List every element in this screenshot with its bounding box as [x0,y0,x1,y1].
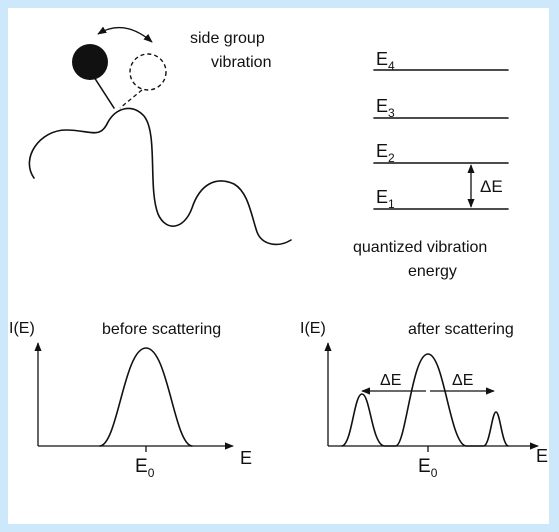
level-label-4: E4 [376,49,395,73]
before-title: before scattering [102,321,221,338]
vibration-arrow [97,26,153,43]
before-tick-label: E0 [135,456,155,480]
energy-levels: E4 E3 E2 E1 ΔE [373,49,509,211]
side-group-label-line2: vibration [211,54,271,71]
before-ylabel: I(E) [9,320,35,337]
diagram-figure: side group vibration E4 E3 E2 E1 ΔE quan… [8,8,549,524]
side-group-bond-alt [119,89,143,109]
before-peak [99,347,193,447]
after-scattering-plot [324,342,539,452]
before-scattering-plot [34,342,234,452]
diagram-canvas: side group vibration E4 E3 E2 E1 ΔE quan… [9,26,548,480]
before-xlabel: E [240,448,252,468]
side-group-atom-filled [72,44,108,80]
quantized-label-line1: quantized vibration [353,239,487,256]
side-group-atom-displaced [129,53,167,91]
side-group-label-line1: side group [190,30,265,47]
polymer-chain-group [28,26,292,246]
level-label-3: E3 [376,96,395,120]
after-xlabel: E [536,446,548,466]
level-label-1: E1 [376,187,395,211]
after-title: after scattering [408,321,514,338]
side-group-bond [93,76,115,109]
quantized-label-line2: energy [408,263,457,280]
delta-e-label: ΔE [480,177,503,196]
after-ylabel: I(E) [300,320,326,337]
polymer-chain [28,107,292,246]
after-spectrum [341,353,509,447]
after-tick-label: E0 [418,456,438,480]
after-shift-right-label: ΔE [452,372,473,389]
level-label-2: E2 [376,141,395,165]
after-shift-left-label: ΔE [380,372,401,389]
